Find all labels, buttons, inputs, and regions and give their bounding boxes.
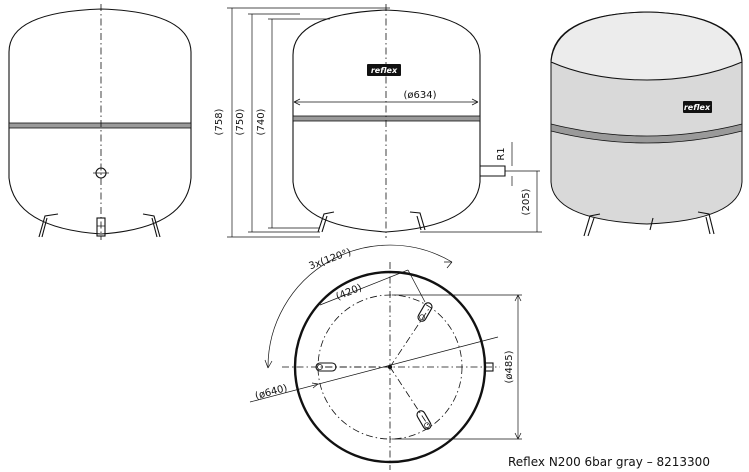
front-view-outline xyxy=(8,8,192,235)
side-view-foot-left xyxy=(317,211,335,233)
perspective-view-dome xyxy=(550,11,743,81)
front-view-foot-left xyxy=(38,213,59,238)
side-view-logo xyxy=(367,64,401,76)
top-view-foot-1 xyxy=(417,302,433,322)
product-caption: Reflex N200 6bar gray – 8213300 xyxy=(508,455,710,469)
height-dimensions: (758) (750) (740) xyxy=(214,7,390,238)
side-view-foot-right xyxy=(409,211,426,231)
top-view-foot-2 xyxy=(416,410,432,430)
perspective-view-foot-back xyxy=(649,217,654,231)
perspective-view-tank: reflex xyxy=(550,11,743,237)
dim-diameter-634: (ø634) xyxy=(403,90,436,101)
dim-connection-height-205: (205) xyxy=(521,188,532,215)
side-view-logo-text: reflex xyxy=(371,66,398,75)
connection-dimensions: R1 (205) xyxy=(420,142,542,233)
perspective-view-foot-right xyxy=(697,211,715,235)
dim-connection-r1: R1 xyxy=(496,147,507,160)
dim-diameter-485: (ø485) xyxy=(504,350,515,383)
perspective-view-band xyxy=(550,123,743,144)
top-view xyxy=(282,262,500,470)
dim-height-750: (750) xyxy=(235,108,246,135)
side-view-connection-pipe xyxy=(480,165,506,177)
perspective-view-logo-text: reflex xyxy=(684,103,711,112)
top-view-foot-3 xyxy=(315,362,337,372)
front-view-band xyxy=(8,122,192,129)
angle-arc xyxy=(267,244,453,369)
front-view-tank xyxy=(8,4,192,240)
dim-diameter-640: (ø640) xyxy=(254,383,289,402)
top-view-connection xyxy=(484,362,494,372)
front-view-foot-right xyxy=(142,213,161,238)
side-view-band xyxy=(292,115,481,122)
side-view-tank: reflex xyxy=(292,4,540,238)
perspective-view-foot-left xyxy=(583,213,601,237)
dim-height-758: (758) xyxy=(214,108,225,135)
perspective-view-logo xyxy=(683,101,712,113)
front-view-drain xyxy=(96,217,106,237)
diameter-634-dimension: (ø634) xyxy=(293,90,479,106)
dim-height-740: (740) xyxy=(256,108,267,135)
dim-angle-3x120: 3x(120°) xyxy=(308,247,353,272)
